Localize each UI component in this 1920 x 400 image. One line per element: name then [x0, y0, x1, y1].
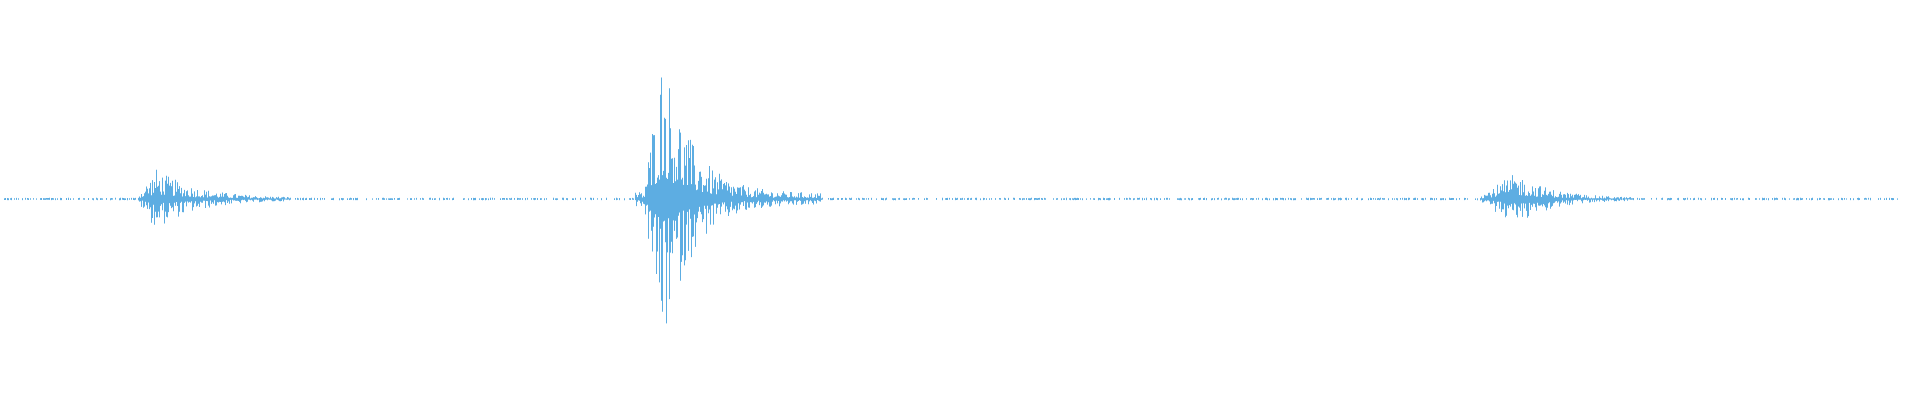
waveform-path — [4, 77, 1898, 324]
